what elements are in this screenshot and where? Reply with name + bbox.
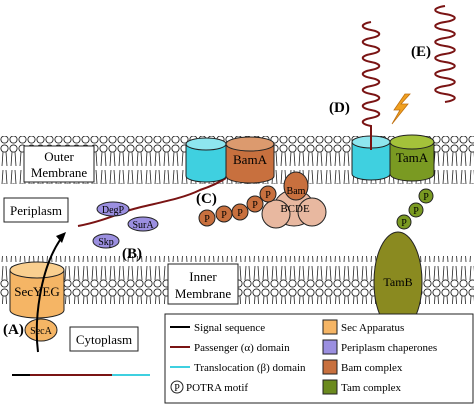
svg-text:TamA: TamA: [396, 150, 429, 165]
bama-potra-chain: P P P P P: [198, 185, 277, 227]
svg-text:Bam complex: Bam complex: [341, 362, 403, 374]
degp-chaperone: [96, 201, 130, 217]
svg-text:P: P: [423, 192, 429, 203]
legend-bam-key: [322, 359, 338, 375]
beta-barrel-bam: [185, 137, 227, 183]
svg-text:P: P: [237, 208, 243, 219]
passenger-helix-released: [434, 5, 456, 103]
svg-text:P: P: [265, 190, 271, 201]
svg-text:TamB: TamB: [383, 275, 412, 289]
panel-label-c: (C): [196, 191, 217, 207]
svg-text:P: P: [204, 214, 210, 225]
legend: Signal sequence Passenger (α) domain Tra…: [164, 313, 474, 404]
svg-text:P: P: [174, 383, 180, 394]
svg-text:Translocation (β) domain: Translocation (β) domain: [194, 362, 306, 374]
legend-chaperone-key: [322, 339, 338, 355]
lightning-bolt-icon: [391, 93, 411, 125]
svg-text:Periplasm: Periplasm: [10, 203, 62, 218]
svg-text:P: P: [252, 200, 258, 211]
svg-text:SecA: SecA: [30, 326, 52, 337]
svg-text:Bam: Bam: [287, 186, 306, 197]
secretion-arrow: [35, 239, 61, 353]
panel-label-b: (B): [122, 246, 142, 262]
skp-chaperone: [92, 233, 120, 249]
tamb-protein: TamB: [373, 231, 423, 333]
legend-potra-key: [170, 380, 184, 394]
secyeg-translocon: SecYEG: [9, 261, 65, 319]
svg-text:Sec Apparatus: Sec Apparatus: [341, 322, 404, 334]
periplasm-chaperones: DegP SurA Skp: [77, 177, 227, 249]
sura-chaperone: [127, 216, 159, 232]
svg-text:Signal sequence: Signal sequence: [194, 322, 265, 334]
cytoplasm-label: Cytoplasm: [69, 326, 139, 352]
svg-text:Periplasm chaperones: Periplasm chaperones: [341, 342, 437, 354]
legend-sec-key: [322, 319, 338, 335]
periplasm-label: Periplasm: [3, 197, 69, 223]
outer-membrane-label: Outer Membrane: [23, 145, 95, 183]
svg-text:Membrane: Membrane: [31, 165, 88, 180]
panel-label-d: (D): [329, 100, 350, 116]
svg-text:Cytoplasm: Cytoplasm: [76, 332, 132, 347]
svg-text:Passenger (α) domain: Passenger (α) domain: [194, 342, 290, 354]
svg-text:POTRA motif: POTRA motif: [186, 382, 248, 394]
tama-barrel: TamA: [389, 134, 435, 182]
svg-text:P: P: [401, 218, 407, 229]
svg-text:Membrane: Membrane: [175, 286, 232, 301]
svg-text:P: P: [221, 210, 227, 221]
passenger-chain-periplasm: [77, 177, 227, 227]
panel-label-e: (E): [411, 44, 431, 60]
svg-text:Skp: Skp: [98, 237, 114, 248]
svg-text:SurA: SurA: [132, 220, 154, 231]
svg-text:Tam complex: Tam complex: [341, 382, 402, 394]
bam-bcde-lipoproteins: Bam BCDE: [261, 171, 327, 229]
svg-text:BamA: BamA: [233, 152, 268, 167]
inner-membrane-label: Inner Membrane: [167, 263, 239, 305]
svg-text:DegP: DegP: [102, 205, 125, 216]
panel-label-a: (A): [3, 322, 24, 338]
seca-protein: SecA: [24, 318, 58, 342]
tama-potra-chain: P P P: [396, 188, 434, 230]
svg-text:BCDE: BCDE: [280, 203, 310, 215]
svg-text:Inner: Inner: [189, 269, 217, 284]
bama-barrel: BamA: [225, 136, 275, 184]
svg-text:P: P: [413, 206, 419, 217]
svg-text:Outer: Outer: [44, 149, 74, 164]
legend-tam-key: [322, 379, 338, 395]
passenger-helix-translocating: [361, 21, 381, 150]
svg-text:SecYEG: SecYEG: [14, 284, 60, 299]
